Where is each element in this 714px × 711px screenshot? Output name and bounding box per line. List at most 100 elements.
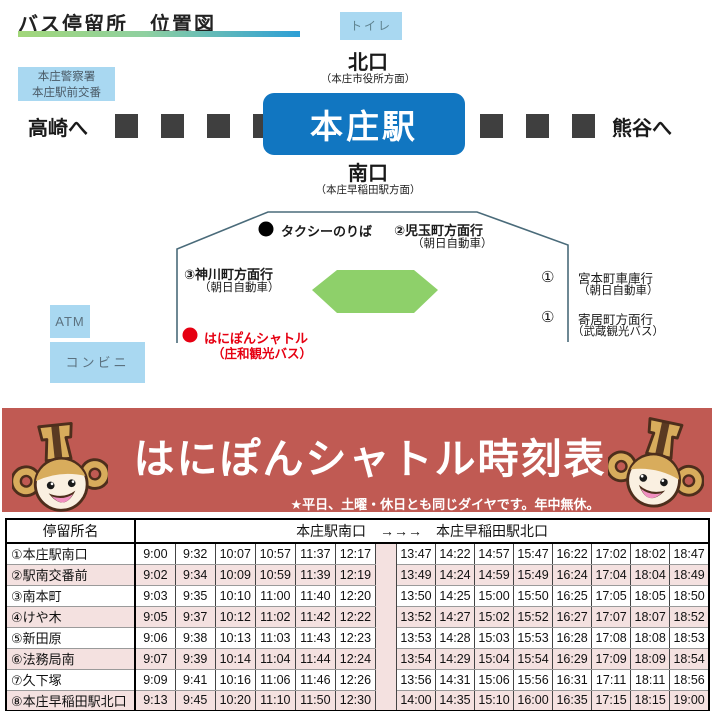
time-cell: 13:52	[396, 606, 436, 628]
convenience-store-box: コンビニ	[50, 342, 145, 383]
stop-name-cell: ⑦久下塚	[6, 669, 137, 691]
stop1a-label: 宮本町車庫行	[578, 272, 654, 286]
banner-title: はにぽんシャトル時刻表	[133, 436, 607, 482]
time-cell: 12:19	[335, 564, 376, 586]
time-cell: 11:02	[255, 606, 296, 628]
time-cell: 10:16	[215, 669, 256, 691]
time-cell: 11:39	[295, 564, 336, 586]
time-cell: 13:49	[396, 564, 436, 586]
time-cell: 15:56	[513, 669, 554, 691]
time-cell: 16:22	[552, 543, 593, 565]
time-cell: 9:38	[175, 627, 216, 649]
time-cell: 14:24	[435, 564, 476, 586]
time-cell: 9:06	[135, 627, 176, 649]
stop-name-cell: ②駅南交番前	[6, 564, 137, 586]
time-cell: 14:28	[435, 627, 476, 649]
stop-name-cell: ①本庄駅南口	[6, 543, 137, 565]
time-cell: 13:50	[396, 585, 436, 607]
time-cell: 17:08	[591, 627, 632, 649]
atm-box: ATM	[50, 305, 90, 338]
time-cell: 11:50	[295, 690, 336, 711]
time-cell: 18:08	[630, 627, 671, 649]
time-cell: 18:53	[669, 627, 710, 649]
time-cell: 17:05	[591, 585, 632, 607]
to-takasaki-label: 高崎へ	[28, 118, 88, 140]
rail-square	[161, 114, 184, 138]
time-cell: 17:02	[591, 543, 632, 565]
time-cell: 14:35	[435, 690, 476, 711]
time-cell: 18:47	[669, 543, 710, 565]
time-cell: 9:07	[135, 648, 176, 670]
rail-square	[115, 114, 138, 138]
time-cell: 18:09	[630, 648, 671, 670]
time-cell: 16:25	[552, 585, 593, 607]
north-exit-label: 北口	[348, 52, 388, 74]
map-shapes	[176, 211, 569, 343]
time-cell: 10:57	[255, 543, 296, 565]
plaza-outline	[176, 211, 569, 343]
time-cell: 15:00	[474, 585, 515, 607]
midday-gap-cell	[375, 543, 397, 711]
time-cell: 18:54	[669, 648, 710, 670]
time-cell: 14:57	[474, 543, 515, 565]
stop1b-label: 寄居町方面行	[578, 313, 654, 327]
time-cell: 17:09	[591, 648, 632, 670]
time-cell: 9:37	[175, 606, 216, 628]
rail-square	[526, 114, 549, 138]
time-cell: 17:07	[591, 606, 632, 628]
time-cell: 9:41	[175, 669, 216, 691]
taxi-dot-icon	[258, 221, 274, 237]
rail-square	[207, 114, 230, 138]
time-cell: 16:27	[552, 606, 593, 628]
stop2-label: ②児玉町方面行	[394, 223, 484, 238]
route-header: 本庄駅南口 →→→ 本庄早稲田駅北口	[135, 519, 710, 544]
time-cell: 12:17	[335, 543, 376, 565]
time-cell: 11:37	[295, 543, 336, 565]
banner-subtitle: ★平日、土曜・休日とも同じダイヤです。年中無休。	[290, 497, 600, 512]
time-cell: 18:02	[630, 543, 671, 565]
taxi-stand-label: タクシーのりば	[281, 224, 373, 239]
toilet-box: トイレ	[340, 12, 402, 40]
police-line2: 本庄駅前交番	[32, 87, 101, 99]
stop-name-cell: ③南本町	[6, 585, 137, 607]
stop-name-cell: ④けや木	[6, 606, 137, 628]
time-cell: 10:10	[215, 585, 256, 607]
stop-name-header: 停留所名	[6, 519, 137, 544]
railway-track-right	[480, 114, 618, 138]
green-island	[312, 270, 438, 313]
south-exit-sublabel: （本庄早稲田駅方面）	[315, 184, 421, 196]
time-cell: 9:34	[175, 564, 216, 586]
time-cell: 12:24	[335, 648, 376, 670]
time-cell: 18:49	[669, 564, 710, 586]
bus-stop-location-map: バス停留所 位置図 トイレ 本庄警察署 本庄駅前交番 北口 （本庄市役所方面） …	[18, 12, 672, 383]
police-box: 本庄警察署 本庄駅前交番	[18, 67, 115, 101]
time-cell: 10:13	[215, 627, 256, 649]
time-cell: 12:23	[335, 627, 376, 649]
hanipon-mascot-icon	[12, 421, 108, 512]
hanipon-mascot-icon	[608, 417, 704, 508]
time-cell: 16:31	[552, 669, 593, 691]
time-cell: 14:29	[435, 648, 476, 670]
time-cell: 15:54	[513, 648, 554, 670]
stop3-sublabel: （朝日自動車）	[199, 282, 280, 294]
shuttle-dot-icon	[182, 327, 198, 343]
time-cell: 11:04	[255, 648, 296, 670]
time-cell: 19:00	[669, 690, 710, 711]
time-cell: 11:43	[295, 627, 336, 649]
stop1b-number: ①	[541, 309, 555, 326]
time-cell: 11:40	[295, 585, 336, 607]
time-cell: 18:04	[630, 564, 671, 586]
south-exit-label: 南口	[348, 163, 388, 185]
shuttle-stop-label: はにぽんシャトル	[204, 331, 309, 346]
time-cell: 10:09	[215, 564, 256, 586]
stop-name-cell: ⑤新田原	[6, 627, 137, 649]
time-cell: 14:31	[435, 669, 476, 691]
stop1b-sublabel: （武蔵観光バス）	[572, 326, 664, 338]
time-cell: 15:04	[474, 648, 515, 670]
time-cell: 13:53	[396, 627, 436, 649]
